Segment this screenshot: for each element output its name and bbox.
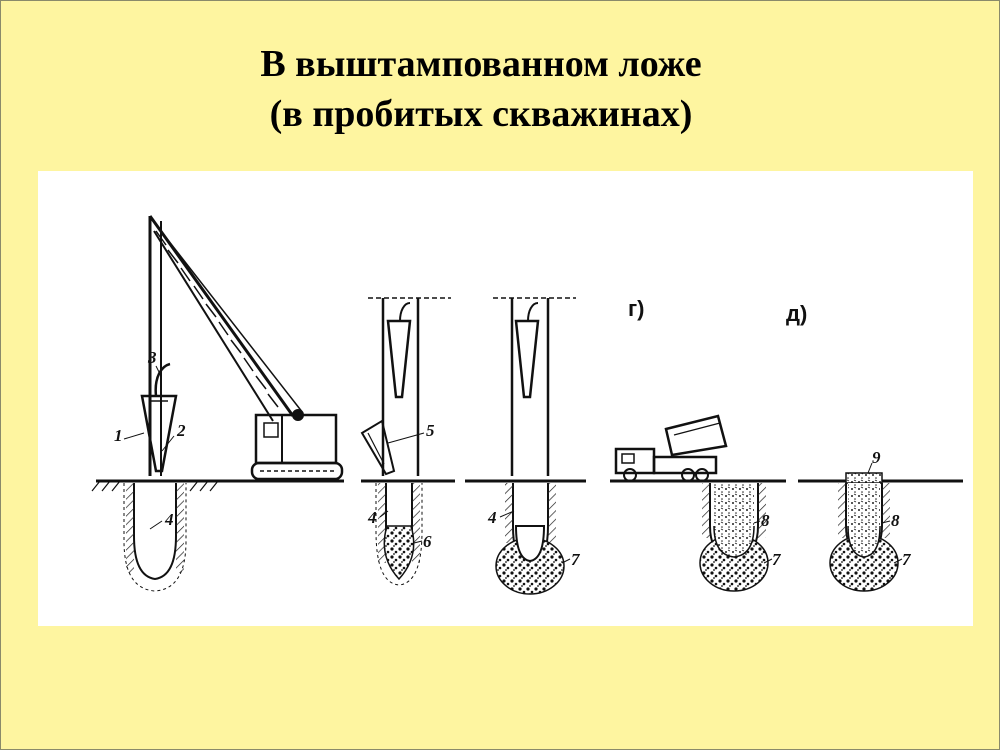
panel-d-callouts: 9 8 7 bbox=[872, 448, 912, 569]
callout-3: 3 bbox=[147, 348, 157, 367]
panel-d-foundation bbox=[798, 462, 963, 592]
callout-7-c: 7 bbox=[902, 550, 912, 569]
panel-label-d: д) bbox=[786, 301, 807, 326]
callout-9: 9 bbox=[872, 448, 881, 467]
callout-7-b: 7 bbox=[772, 550, 782, 569]
callout-1: 1 bbox=[114, 426, 123, 445]
callout-4-c: 4 bbox=[487, 508, 497, 527]
callout-6: 6 bbox=[423, 532, 432, 551]
panel-c-base bbox=[465, 297, 586, 595]
callout-2: 2 bbox=[176, 421, 186, 440]
callout-4-a: 4 bbox=[164, 510, 174, 529]
slide-title: В выштампованном ложе (в пробитых скважи… bbox=[1, 39, 961, 139]
panel-c-callouts: 4 7 bbox=[487, 508, 581, 569]
pile-installation-diagram: 1 2 3 4 bbox=[91, 215, 963, 595]
title-line-1: В выштампованном ложе bbox=[260, 43, 702, 85]
panel-b-rammer bbox=[360, 297, 455, 586]
panel-a-callouts: 1 2 3 4 bbox=[114, 348, 186, 529]
callout-8-a: 8 bbox=[761, 511, 770, 530]
callout-5: 5 bbox=[426, 421, 435, 440]
callout-8-b: 8 bbox=[891, 511, 900, 530]
panel-a-crane bbox=[91, 215, 344, 592]
title-line-2: (в пробитых скважинах) bbox=[269, 93, 693, 135]
diagram-figure: 1 2 3 4 bbox=[38, 171, 973, 626]
panel-b-callouts: 5 4 6 bbox=[367, 421, 435, 551]
panel-label-g: г) bbox=[628, 296, 645, 321]
panel-g-truck bbox=[610, 414, 786, 592]
callout-4-b: 4 bbox=[367, 508, 377, 527]
callout-7-a: 7 bbox=[571, 550, 581, 569]
panel-g-callouts: 8 7 bbox=[761, 511, 782, 569]
